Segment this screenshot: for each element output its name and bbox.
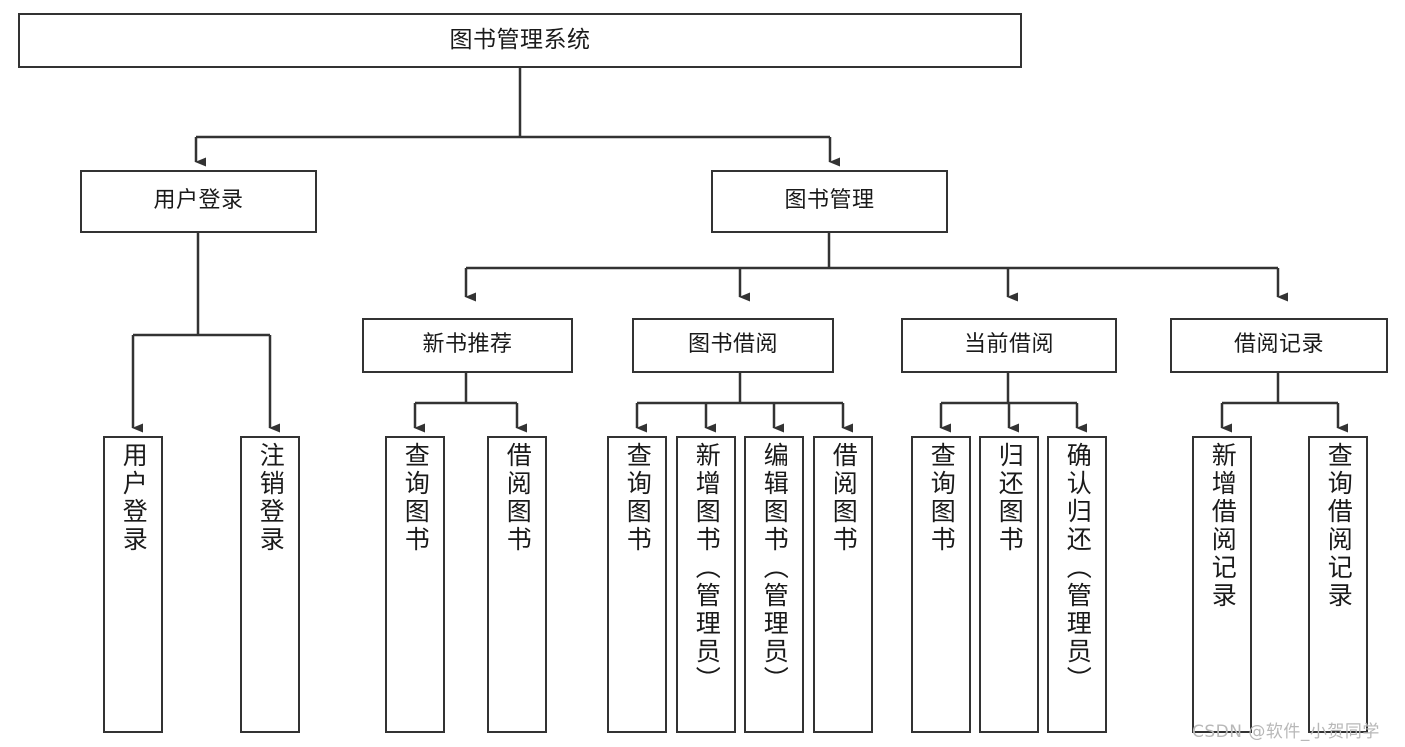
node-label: 新增借阅记录 — [1208, 442, 1238, 610]
leaf-new-book-borrow[interactable]: 借阅图书 — [487, 436, 547, 733]
node-label: 查询图书 — [927, 442, 957, 554]
leaf-current-borrow-return[interactable]: 归还图书 — [979, 436, 1039, 733]
node-label: 图书管理 — [784, 188, 875, 214]
node-label: 编辑图书（管理员） — [760, 442, 790, 694]
leaf-current-borrow-query[interactable]: 查询图书 — [911, 436, 971, 733]
node-label: 图书管理系统 — [449, 26, 591, 53]
leaf-borrow-record-query[interactable]: 查询借阅记录 — [1308, 436, 1368, 733]
node-label: 确认归还（管理员） — [1063, 442, 1093, 694]
leaf-new-book-query[interactable]: 查询图书 — [385, 436, 445, 733]
leaf-borrow-record-add[interactable]: 新增借阅记录 — [1192, 436, 1252, 733]
node-label: 新增图书（管理员） — [692, 442, 722, 694]
node-label: 用户登录 — [153, 188, 244, 214]
node-label: 当前借阅 — [963, 332, 1054, 358]
node-book-management[interactable]: 图书管理 — [711, 170, 948, 233]
node-label: 借阅图书 — [829, 442, 859, 554]
node-label: 用户登录 — [119, 442, 149, 554]
leaf-book-borrow-edit-admin[interactable]: 编辑图书（管理员） — [744, 436, 804, 733]
node-label: 图书借阅 — [687, 332, 778, 358]
node-label: 查询图书 — [623, 442, 653, 554]
csdn-watermark: CSDN @软件_小贺同学 — [1192, 722, 1380, 742]
leaf-current-borrow-confirm-return-admin[interactable]: 确认归还（管理员） — [1047, 436, 1107, 733]
node-label: 查询借阅记录 — [1324, 442, 1354, 610]
node-label: 查询图书 — [401, 442, 431, 554]
node-user-login[interactable]: 用户登录 — [80, 170, 317, 233]
leaf-book-borrow-add-admin[interactable]: 新增图书（管理员） — [676, 436, 736, 733]
node-label: 新书推荐 — [422, 332, 513, 358]
leaf-user-login-login[interactable]: 用户登录 — [103, 436, 163, 733]
node-label: 注销登录 — [256, 442, 286, 554]
node-current-borrowing[interactable]: 当前借阅 — [901, 318, 1117, 373]
node-label: 归还图书 — [995, 442, 1025, 554]
leaf-book-borrow-query[interactable]: 查询图书 — [607, 436, 667, 733]
node-label: 借阅图书 — [503, 442, 533, 554]
leaf-user-login-logout[interactable]: 注销登录 — [240, 436, 300, 733]
node-new-book-recommendation[interactable]: 新书推荐 — [362, 318, 573, 373]
node-book-management-system[interactable]: 图书管理系统 — [18, 13, 1022, 68]
node-book-borrowing[interactable]: 图书借阅 — [632, 318, 834, 373]
node-label: 借阅记录 — [1233, 332, 1324, 358]
leaf-book-borrow-borrow[interactable]: 借阅图书 — [813, 436, 873, 733]
node-borrowing-records[interactable]: 借阅记录 — [1170, 318, 1388, 373]
